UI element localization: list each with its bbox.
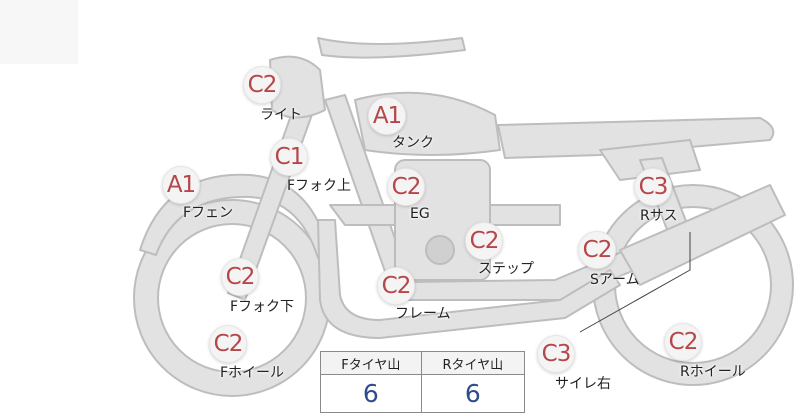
grade-badge-tank: A1: [368, 97, 406, 135]
grade-badge-step: C2: [465, 222, 503, 260]
part-label-swing-arm: Sアーム: [590, 272, 640, 288]
part-label-light: ライト: [260, 107, 302, 123]
front-wheel-hub: [157, 223, 307, 373]
part-label-rear-suspension: Rサス: [640, 208, 678, 224]
front-tread-value: 6: [320, 374, 422, 413]
part-label-muffler-right: サイレ右: [555, 376, 611, 392]
rear-tread-value: 6: [420, 374, 526, 413]
corner-shading: [0, 0, 78, 64]
rear-tread-header: Rタイヤ山: [420, 351, 526, 375]
grade-badge-rear-suspension: C3: [634, 168, 672, 206]
tire-tread-table: Fタイヤ山 Rタイヤ山 6 6: [320, 351, 526, 413]
grade-badge-rear-wheel: C2: [664, 323, 702, 361]
grade-badge-front-fork-upper: C1: [270, 138, 308, 176]
grade-badge-swing-arm: C2: [578, 231, 616, 269]
part-label-frame: フレーム: [395, 306, 451, 322]
grade-badge-muffler-right: C3: [537, 335, 575, 373]
part-label-engine: EG: [410, 206, 430, 222]
headlight: [269, 55, 326, 119]
grade-badge-engine: C2: [387, 168, 425, 206]
handlebar: [317, 37, 466, 59]
exhaust-pipe: [317, 219, 621, 339]
part-label-front-fork-lower: Fフォク下: [230, 299, 295, 315]
grade-badge-front-fender: A1: [162, 166, 200, 204]
grade-badge-frame: C2: [377, 267, 415, 305]
part-label-front-fender: Fフェン: [183, 205, 234, 221]
part-label-front-wheel: Fホイール: [220, 365, 285, 381]
muffler-leader-line: [579, 232, 691, 333]
front-tread-header: Fタイヤ山: [320, 351, 422, 375]
grade-badge-light: C2: [243, 66, 281, 104]
muffler: [619, 184, 786, 286]
part-label-step: ステップ: [478, 261, 534, 277]
grade-badge-front-wheel: C2: [209, 325, 247, 363]
grade-badge-front-fork-lower: C2: [221, 258, 259, 296]
part-label-tank: タンク: [392, 135, 434, 151]
part-label-front-fork-upper: Fフォク上: [287, 178, 352, 194]
engine-cover: [425, 235, 455, 265]
part-label-rear-wheel: Rホイール: [680, 364, 746, 380]
